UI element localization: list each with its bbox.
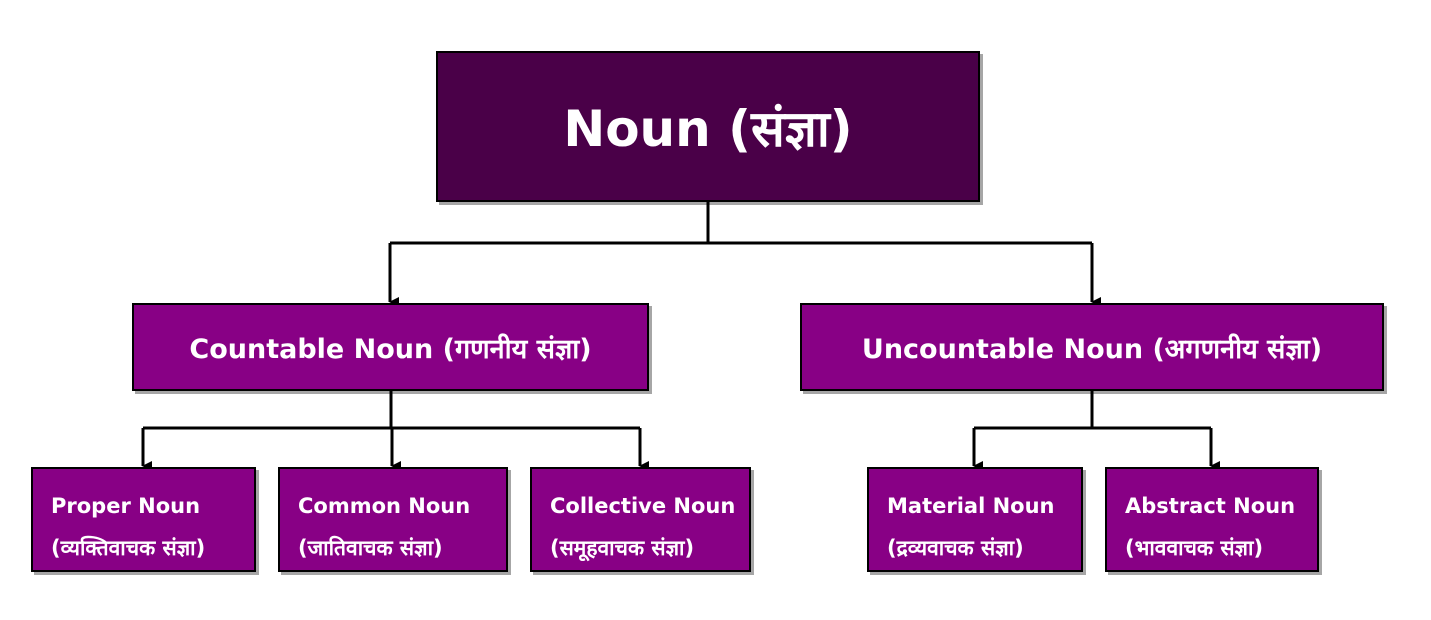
leaf-hindi: (द्रव्यवाचक संज्ञा) bbox=[887, 536, 1024, 560]
category-label-uncountable: Uncountable Noun (अगणनीय संज्ञा) bbox=[861, 333, 1323, 365]
leaf-node-material-noun: Material Noun (द्रव्यवाचक संज्ञा) bbox=[867, 467, 1083, 572]
leaf-hindi: (व्यक्तिवाचक संज्ञा) bbox=[51, 536, 206, 560]
leaf-node-common-noun: Common Noun (जातिवाचक संज्ञा) bbox=[278, 467, 508, 572]
leaf-name: Proper Noun bbox=[51, 494, 201, 518]
leaf-node-collective-noun: Collective Noun (समूहवाचक संज्ञा) bbox=[530, 467, 751, 572]
root-node-label: Noun (संज्ञा) bbox=[563, 99, 853, 158]
leaf-node-proper-noun: Proper Noun (व्यक्तिवाचक संज्ञा) bbox=[31, 467, 256, 572]
leaf-name: Collective Noun bbox=[550, 494, 736, 518]
category-node-countable: Countable Noun (गणनीय संज्ञा) bbox=[132, 303, 649, 391]
root-node-noun: Noun (संज्ञा) bbox=[436, 51, 980, 202]
category-label-countable: Countable Noun (गणनीय संज्ञा) bbox=[189, 333, 592, 365]
leaf-hindi: (समूहवाचक संज्ञा) bbox=[550, 536, 695, 560]
leaf-name: Abstract Noun bbox=[1125, 494, 1296, 518]
leaf-hindi: (भाववाचक संज्ञा) bbox=[1125, 536, 1264, 560]
leaf-node-abstract-noun: Abstract Noun (भाववाचक संज्ञा) bbox=[1105, 467, 1319, 572]
category-node-uncountable: Uncountable Noun (अगणनीय संज्ञा) bbox=[800, 303, 1384, 391]
leaf-hindi: (जातिवाचक संज्ञा) bbox=[298, 536, 443, 560]
leaf-name: Material Noun bbox=[887, 494, 1055, 518]
leaf-name: Common Noun bbox=[298, 494, 471, 518]
